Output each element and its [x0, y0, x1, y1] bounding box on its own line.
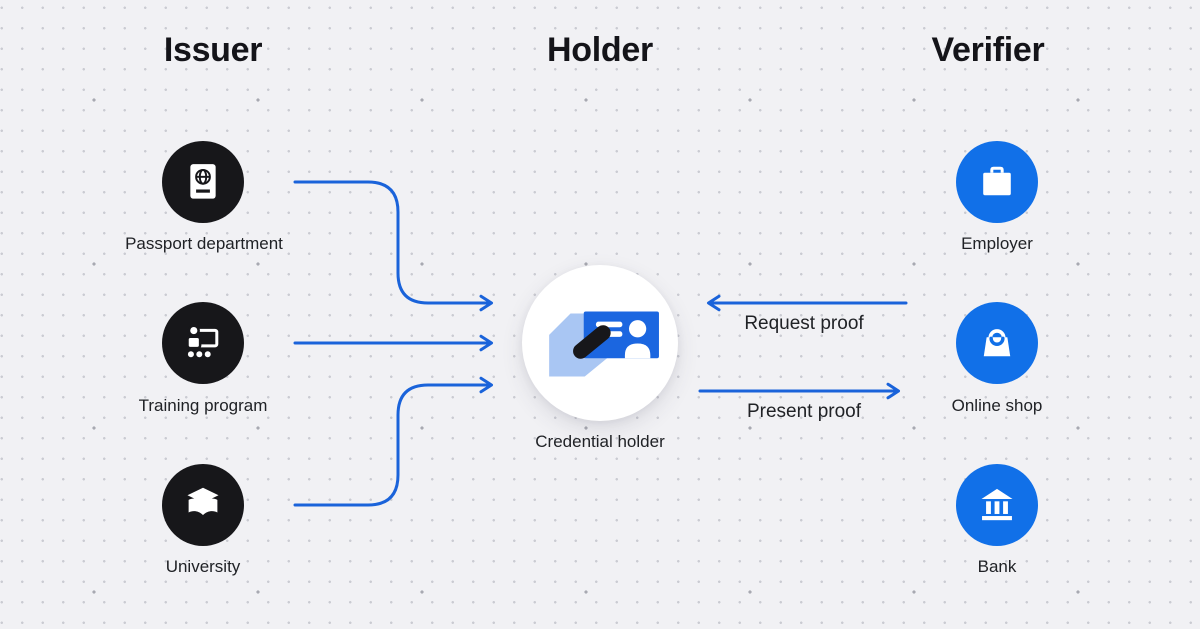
bank-label: Bank	[977, 557, 1017, 576]
present-proof-label: Present proof	[746, 401, 862, 422]
issuer-column-title: Issuer	[163, 31, 263, 69]
arrow-university-to-holder	[293, 376, 493, 507]
passport-department-node	[162, 141, 244, 223]
bank-building-icon	[981, 488, 1013, 521]
training-program-label: Training program	[138, 396, 268, 415]
training-program-node	[162, 302, 244, 384]
credential-holder-label: Credential holder	[535, 432, 665, 451]
online-shop-label: Online shop	[951, 396, 1043, 415]
bank-node	[956, 464, 1038, 546]
employer-node	[956, 141, 1038, 223]
hand-holding-id-card-icon	[549, 311, 659, 377]
university-node	[162, 464, 244, 546]
online-shop-node	[956, 302, 1038, 384]
passport-icon	[190, 164, 216, 199]
graduation-book-icon	[187, 487, 219, 516]
holder-column-title: Holder	[547, 31, 653, 69]
employer-label: Employer	[961, 234, 1033, 253]
university-label: University	[165, 557, 241, 576]
verifier-column-title: Verifier	[931, 31, 1045, 69]
training-icon	[186, 324, 219, 358]
request-proof-label: Request proof	[744, 313, 864, 334]
credential-holder-node	[522, 265, 678, 421]
arrow-passport-to-holder	[293, 180, 493, 312]
shopping-bag-icon	[983, 329, 1011, 357]
briefcase-icon	[983, 166, 1011, 196]
passport-department-label: Passport department	[125, 234, 283, 253]
